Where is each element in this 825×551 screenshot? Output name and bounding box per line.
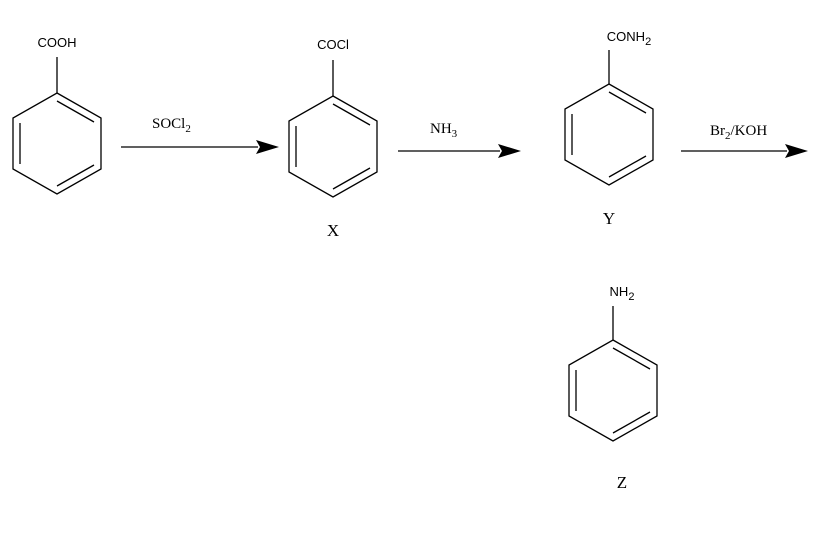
reaction-arrow-1: SOCl2 — [121, 116, 279, 154]
compound-y-structure: CONH2 Y — [564, 29, 654, 228]
benzoic-acid-structure: COOH — [12, 35, 102, 195]
benzene-ring — [288, 60, 378, 198]
compound-z-structure: NH2 Z — [568, 284, 658, 492]
reaction-arrow-3: Br2/KOH — [681, 123, 808, 158]
acyl-chloride-group-label: COCl — [317, 37, 349, 52]
benzene-ring — [568, 306, 658, 442]
reaction-arrow-2: NH3 — [398, 121, 521, 158]
compound-x-structure: COCl X — [288, 37, 378, 240]
benzene-ring — [12, 57, 102, 195]
carboxyl-group-label: COOH — [38, 35, 77, 50]
compound-label-y: Y — [603, 209, 615, 228]
reagent-nh3: NH3 — [430, 121, 458, 140]
compound-label-z: Z — [617, 473, 627, 492]
compound-label-x: X — [327, 221, 339, 240]
amide-group-label: CONH2 — [607, 29, 651, 48]
benzene-ring — [564, 50, 654, 186]
reagent-socl2: SOCl2 — [152, 116, 191, 135]
reagent-br2-koh: Br2/KOH — [710, 123, 767, 142]
amino-group-label: NH2 — [610, 284, 635, 303]
